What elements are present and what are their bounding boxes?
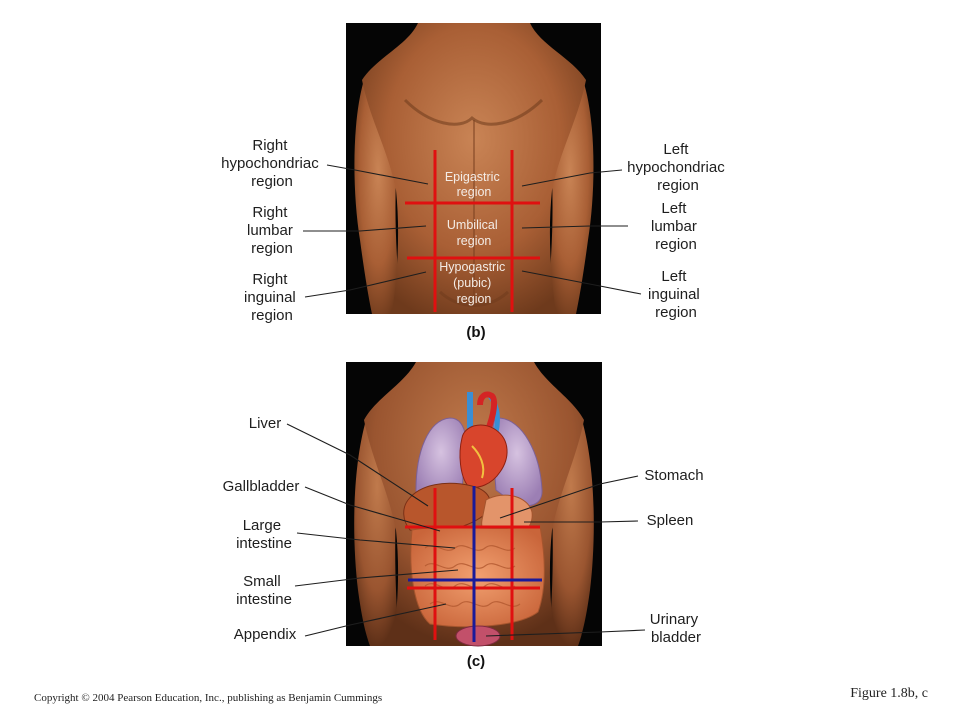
leader-right-hypochondriac (326, 164, 429, 185)
leader-left-lumbar (521, 225, 628, 229)
umbilical-label: Umbilical region (447, 218, 501, 248)
region-grid (405, 150, 540, 312)
liver-label: Liver (249, 415, 282, 432)
heart (459, 424, 508, 488)
copyright-notice: Copyright © 2004 Pearson Education, Inc.… (34, 692, 383, 704)
pectoral-shading (403, 98, 544, 126)
hypogastric-label: Hypogastric (pubic) region (439, 260, 508, 306)
right-lumbar-label: Right lumbar region (247, 204, 297, 257)
panel-b-leader-lines (303, 164, 642, 298)
leader-small-intestine (294, 569, 459, 587)
panel-b-caption: (b) (466, 324, 485, 341)
intestines (410, 525, 545, 628)
panel-b: Epigastric region Umbilical region Hypog… (221, 23, 729, 341)
left-hypochondriac-label: Left hypochondriac region (627, 141, 729, 194)
urinary-bladder-label: Urinary bladder (650, 611, 703, 646)
panel-c-leader-lines (286, 423, 646, 637)
epigastric-label: Epigastric region (445, 170, 503, 199)
leader-large-intestine (296, 532, 456, 549)
right-hypochondriac-label: Right hypochondriac region (221, 137, 323, 190)
figure-number: Figure 1.8b, c (850, 686, 928, 701)
small-intestine-label: Small intestine (236, 573, 292, 608)
leader-stomach (499, 475, 639, 519)
left-lumbar-label: Left lumbar region (651, 200, 701, 253)
coronary-vessels (471, 445, 485, 479)
panel-c: Liver Gallbladder Large intestine Small … (223, 362, 704, 670)
gallbladder-label: Gallbladder (223, 478, 300, 495)
leader-liver (286, 423, 429, 507)
leader-urinary-bladder (485, 629, 646, 637)
leader-spleen (524, 520, 639, 523)
stomach-label: Stomach (644, 467, 703, 484)
panel-c-caption: (c) (467, 653, 485, 670)
leader-appendix (304, 603, 447, 637)
pelvis-shading (438, 290, 510, 307)
right-inguinal-label: Right inguinal region (244, 271, 300, 324)
left-inguinal-label: Left inguinal region (648, 268, 704, 321)
aorta (477, 391, 498, 432)
leader-left-inguinal (521, 270, 642, 295)
appendix-label: Appendix (234, 626, 297, 643)
leader-right-inguinal (304, 271, 427, 298)
leader-right-lumbar (303, 225, 427, 232)
leader-left-hypochondriac (521, 169, 623, 187)
leader-gallbladder (304, 486, 441, 532)
spleen-label: Spleen (647, 512, 694, 529)
large-intestine-label: Large intestine (236, 517, 292, 552)
